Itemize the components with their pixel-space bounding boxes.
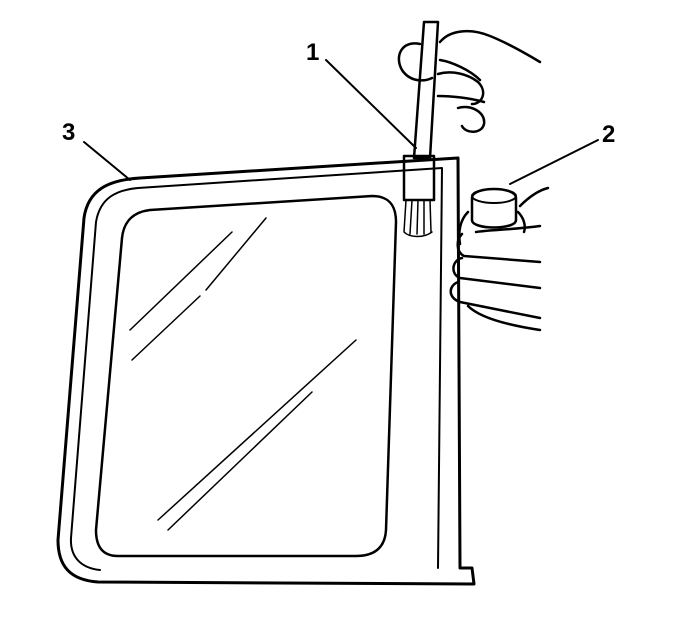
glass-reflection-5 bbox=[167, 391, 313, 531]
glass-reflection-2 bbox=[131, 295, 201, 361]
brush-ferrule bbox=[402, 154, 436, 202]
brush-handle bbox=[412, 20, 440, 160]
glass-reflection-1 bbox=[129, 231, 233, 331]
callout-3-label: 3 bbox=[62, 119, 75, 146]
bottle-cap bbox=[470, 187, 518, 229]
leader-line-2 bbox=[509, 139, 599, 185]
bottle-hand bbox=[449, 186, 550, 332]
leader-line-1 bbox=[325, 59, 417, 149]
hand-fingers bbox=[397, 29, 542, 133]
glass-reflection-4 bbox=[157, 339, 357, 521]
brush-bristles bbox=[403, 199, 433, 238]
callout-1-label: 1 bbox=[306, 39, 319, 66]
window-frame-outer bbox=[56, 156, 476, 586]
bottle-cap-top bbox=[471, 188, 517, 204]
window-assembly bbox=[56, 156, 476, 586]
brush-and-hand bbox=[397, 20, 542, 238]
window-glass bbox=[94, 194, 398, 558]
bottle-body bbox=[458, 210, 526, 246]
window-frame-inner-edge bbox=[69, 167, 443, 571]
leader-line-3 bbox=[83, 141, 131, 181]
primer-bottle-and-hand bbox=[449, 186, 550, 332]
callout-2-label: 2 bbox=[602, 121, 615, 148]
glass-reflection-3 bbox=[205, 217, 267, 291]
